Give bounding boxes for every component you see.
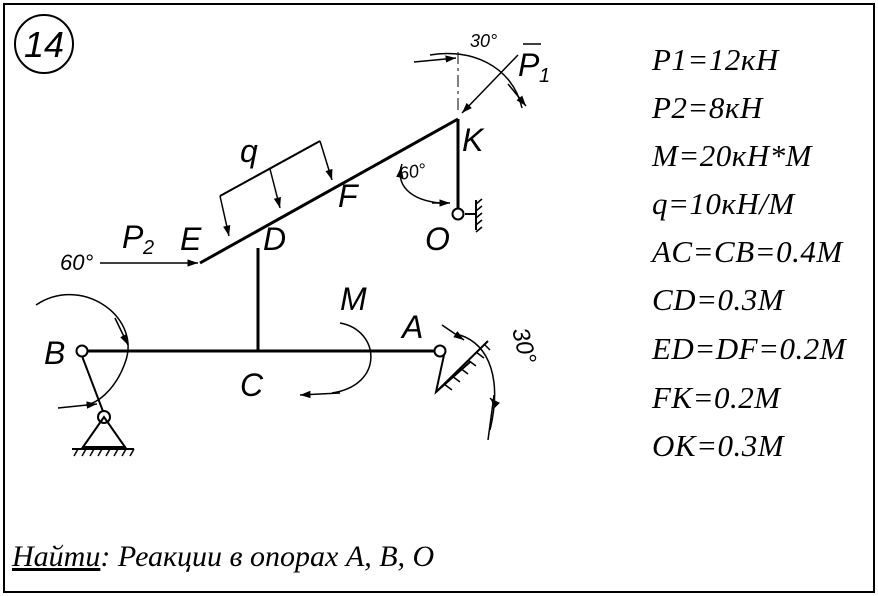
label-m: M	[340, 281, 367, 317]
label-o: O	[425, 221, 450, 257]
angle-arc-p1	[429, 52, 523, 109]
task-statement: Найти: Реакции в опорах A, B, O	[12, 540, 434, 574]
support-a-hatch	[443, 343, 491, 391]
angle-label-p2: 60°	[60, 250, 93, 275]
angle-line-a	[487, 394, 495, 441]
given-q: q=10кН/М	[652, 186, 795, 221]
label-p1: P	[518, 47, 540, 83]
given-m: M=20кН*М	[652, 138, 812, 173]
label-p1-subscript: 1	[539, 65, 550, 87]
given-p1: P1=12кН	[652, 42, 779, 77]
label-a: A	[400, 309, 423, 345]
force-p1	[461, 54, 519, 114]
angle-label-fk: 60°	[397, 160, 427, 184]
angle-arrow-a-top	[441, 324, 465, 341]
support-b-hatch	[73, 448, 135, 457]
angle-arrow-a-bottom	[489, 397, 501, 409]
label-b: B	[44, 335, 65, 371]
pin-o	[451, 207, 465, 221]
support-o-hatch	[475, 198, 483, 233]
moment-arrow	[299, 390, 341, 399]
task-find-text: : Реакции в опорах A, B, O	[100, 540, 435, 573]
rod-b	[81, 355, 105, 415]
label-e: E	[180, 221, 202, 257]
pin-b	[75, 344, 89, 358]
label-p2: P	[122, 219, 144, 255]
given-p2: P2=8кН	[652, 90, 763, 125]
support-b-triangle	[81, 415, 127, 448]
diagram-frame	[3, 3, 875, 593]
reaction-arrow-b-bottom	[57, 401, 98, 409]
angle-arc-a	[459, 334, 496, 431]
given-ok: OK=0.3М	[652, 428, 785, 463]
label-p2-subscript: 2	[142, 237, 154, 259]
angle-arrow-p1-left	[413, 55, 457, 63]
label-q: q	[240, 133, 258, 169]
problem-number: 14	[24, 24, 64, 65]
label-k: K	[462, 122, 485, 158]
pin-a	[433, 344, 447, 358]
given-ed-df: ED=DF=0.2М	[652, 331, 847, 366]
task-find-label: Найти	[12, 540, 101, 573]
given-fk: FK=0.2М	[652, 380, 781, 415]
support-a-ground	[435, 340, 489, 393]
given-ac-cb: AC=CB=0.4М	[652, 234, 843, 269]
angle-label-p1: 30°	[470, 31, 497, 51]
given-cd: CD=0.3М	[652, 282, 785, 317]
label-f: F	[338, 178, 360, 214]
problem-number-circle	[14, 14, 74, 74]
label-c: C	[240, 367, 264, 403]
member-ek	[199, 117, 459, 265]
distributed-load-q	[219, 140, 333, 237]
angle-arrow-fk-top	[396, 166, 404, 178]
angle-label-support-a: 30°	[506, 325, 541, 367]
angle-arrow-p1-right	[507, 83, 527, 107]
label-d: D	[263, 221, 286, 257]
reaction-arrow-b-top	[114, 317, 129, 346]
moment-arc	[331, 322, 372, 394]
